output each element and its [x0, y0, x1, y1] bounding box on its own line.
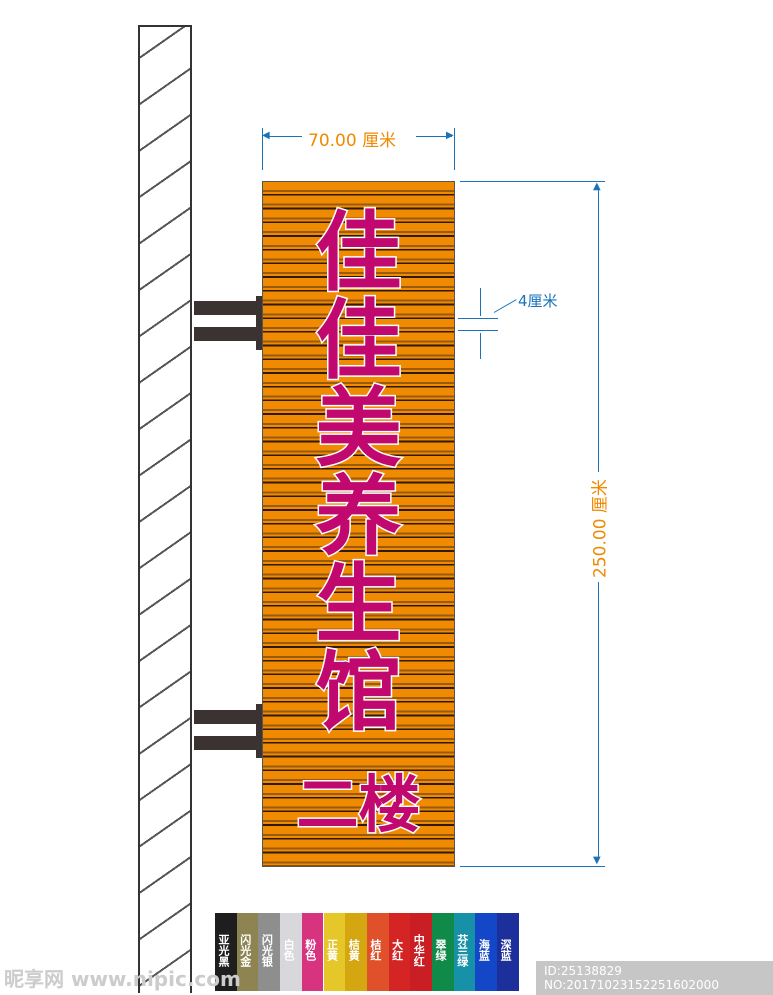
swatch: 大红	[388, 913, 411, 991]
swatch: 翠绿	[432, 913, 454, 991]
swatch: 闪光金	[236, 913, 259, 991]
sign-floor: 二楼	[295, 768, 422, 841]
dim-line	[598, 190, 599, 472]
dim-ext-line	[454, 128, 455, 170]
bracket-arm	[194, 736, 260, 750]
bracket-plate	[256, 296, 264, 350]
bracket-arm	[194, 327, 260, 341]
height-label: 250.00 厘米	[590, 479, 611, 578]
sign-char: 佳	[314, 203, 403, 303]
dim-ext-line	[458, 330, 498, 331]
arrow-right-icon: ▶	[446, 130, 454, 141]
dim-ext-line	[262, 128, 263, 170]
watermark-logo: 昵享网 www.nipic.com	[4, 967, 241, 991]
sign-char: 馆	[314, 643, 403, 743]
swatch: 海蓝	[475, 913, 498, 991]
swatch: 闪光银	[258, 913, 281, 991]
sign-char: 养	[314, 467, 403, 567]
swatch: 桔红	[366, 913, 389, 991]
bracket-arm	[194, 301, 260, 315]
swatch: 正黄	[323, 913, 346, 991]
swatch: 白色	[280, 913, 302, 991]
watermark-id: ID:25138829 NO:20171023152251602000	[536, 961, 773, 995]
dim-ext-line	[458, 318, 498, 319]
arrow-left-icon: ◀	[262, 130, 270, 141]
sign-panel	[262, 181, 455, 867]
leader-line	[493, 299, 517, 313]
dim-line	[480, 333, 481, 359]
stripe-label: 4厘米	[518, 292, 558, 310]
swatch: 芬兰绿	[453, 913, 476, 991]
width-label: 70.00 厘米	[308, 131, 397, 151]
dim-ext-line	[460, 181, 605, 182]
dim-ext-line	[460, 866, 605, 867]
swatch: 深蓝	[497, 913, 519, 991]
bracket-plate	[256, 704, 264, 758]
dim-line	[266, 136, 302, 137]
dim-line	[480, 288, 481, 316]
sign-char: 佳	[314, 291, 403, 391]
swatch: 粉色	[301, 913, 324, 991]
arrow-up-icon: ▲	[593, 181, 601, 192]
swatch: 中华红	[410, 913, 432, 991]
dim-line	[416, 136, 452, 137]
swatch: 桔黄	[345, 913, 367, 991]
swatch: 亚光黑	[215, 913, 237, 991]
sign-char: 生	[314, 555, 403, 655]
arrow-down-icon: ▼	[593, 855, 601, 866]
bracket-arm	[194, 710, 260, 724]
sign-char: 美	[314, 379, 403, 479]
wall-hatched	[138, 25, 192, 993]
dim-line	[598, 582, 599, 858]
